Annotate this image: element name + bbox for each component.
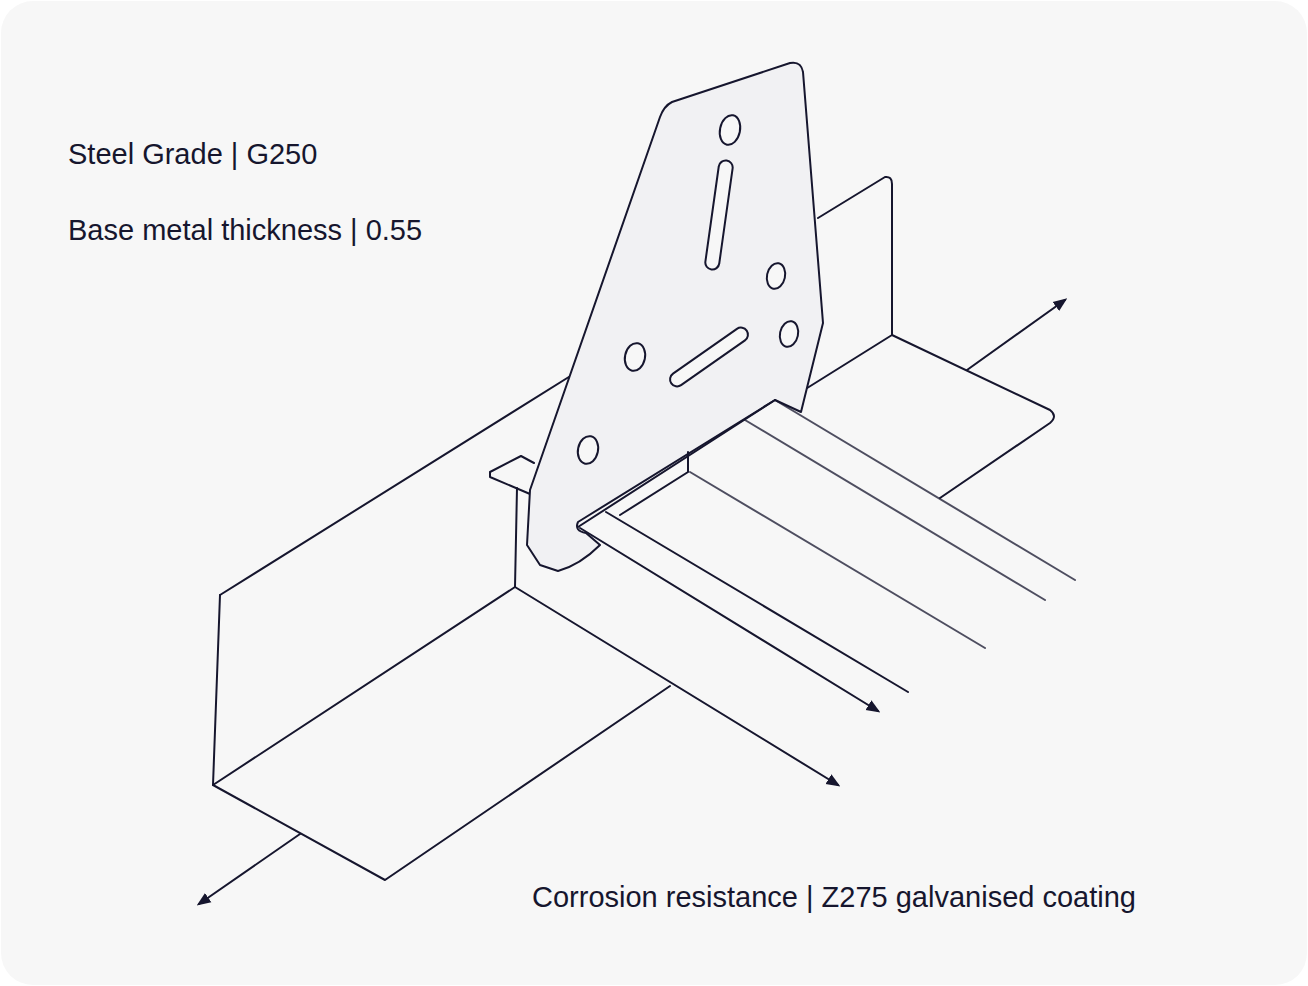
spec-label: Corrosion resistance | Z275 galvanised c… [532, 880, 1136, 915]
channel-lines [578, 400, 1075, 711]
spec-label: Steel Grade | G250 [68, 137, 317, 172]
bracket-holes [575, 113, 800, 466]
spec-label: Base metal thickness | 0.55 [68, 213, 422, 248]
bracket-plate [527, 63, 823, 571]
